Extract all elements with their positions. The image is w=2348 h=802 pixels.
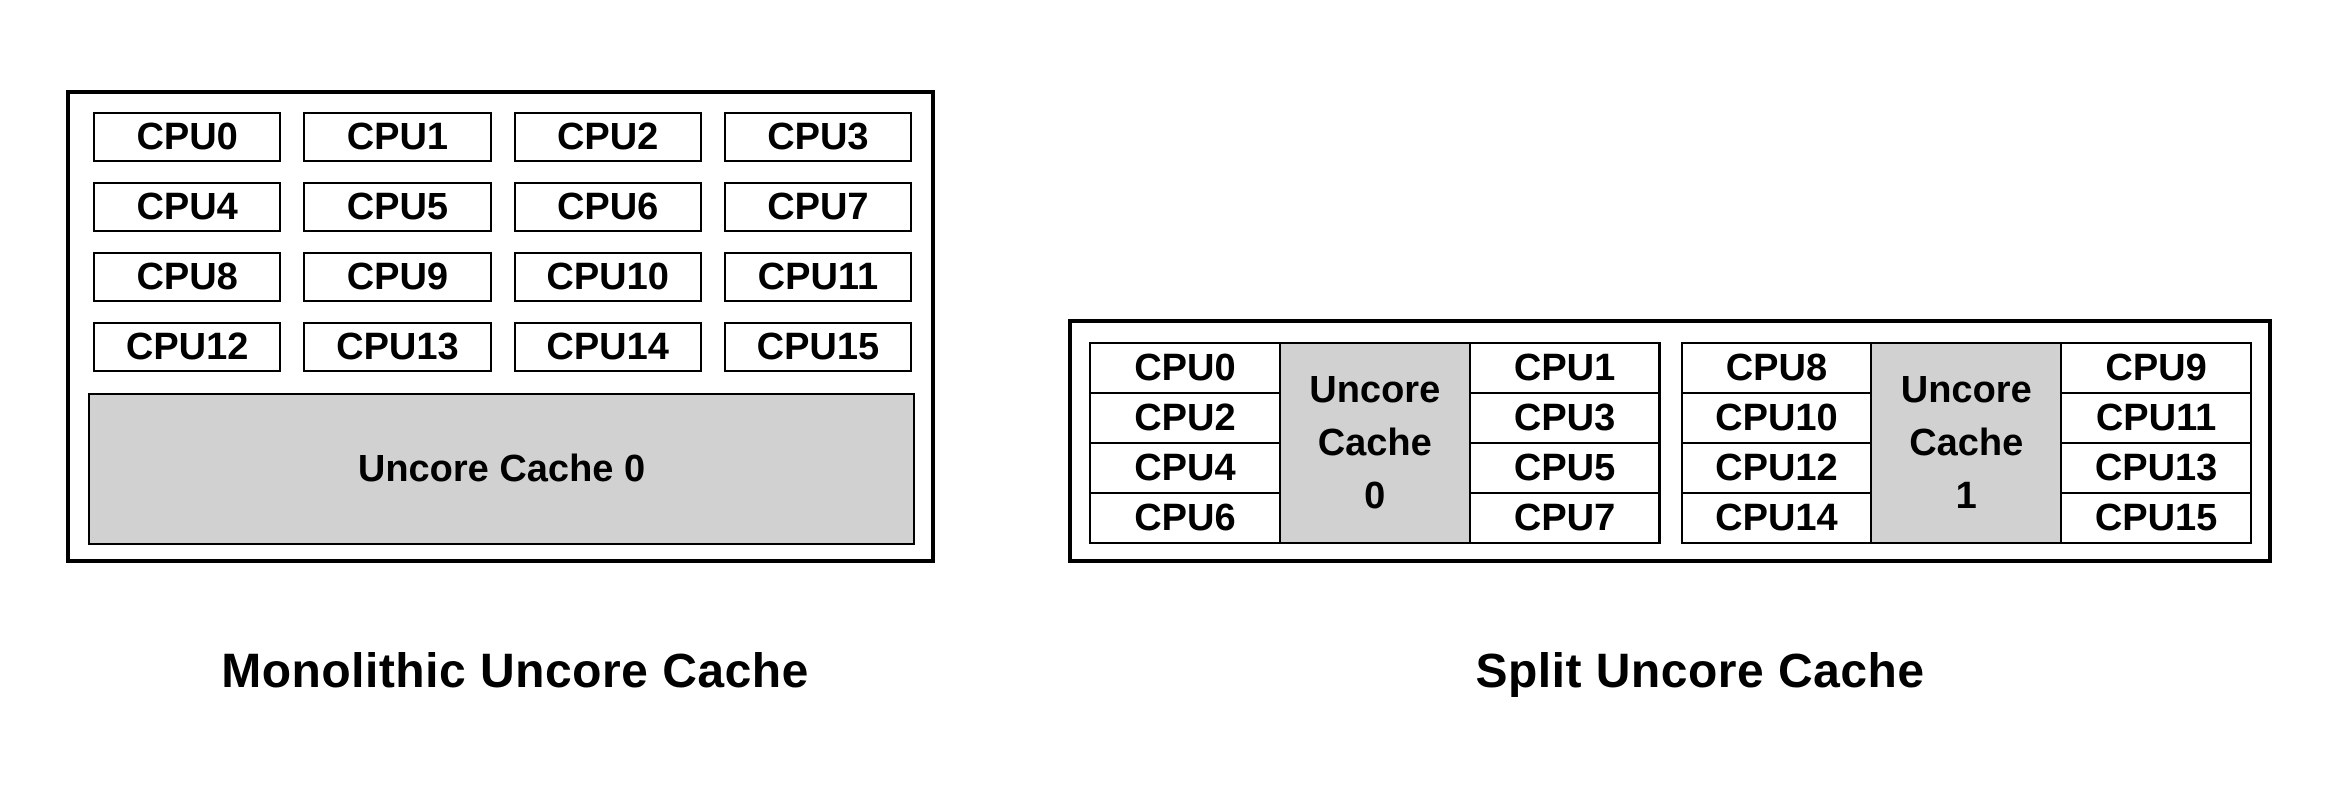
cpu-box: CPU14 bbox=[513, 322, 702, 372]
cpu-box: CPU13 bbox=[303, 322, 492, 372]
cpu-box: CPU12 bbox=[93, 322, 282, 372]
cache-line: 1 bbox=[1955, 474, 1977, 517]
cpu-box: CPU1 bbox=[303, 112, 492, 162]
cpu-cell: CPU9 bbox=[2062, 344, 2250, 392]
cpu-grid: CPU0 CPU1 CPU2 CPU3 CPU4 CPU5 CPU6 CPU7 … bbox=[93, 112, 912, 372]
split-clusters: CPU0 Uncore Cache 0 CPU1 CPU2 CPU3 CPU4 … bbox=[1072, 323, 2268, 559]
cpu-box: CPU9 bbox=[303, 252, 492, 302]
cpu-cell: CPU10 bbox=[1682, 394, 1871, 442]
cpu-box: CPU15 bbox=[723, 322, 912, 372]
cpu-cell: CPU12 bbox=[1682, 444, 1871, 492]
cpu-box: CPU11 bbox=[723, 252, 912, 302]
monolithic-uncore-diagram: CPU0 CPU1 CPU2 CPU3 CPU4 CPU5 CPU6 CPU7 … bbox=[66, 90, 935, 563]
uncore-cache-1-cell: Uncore Cache 1 bbox=[1872, 344, 2061, 542]
cpu-cell: CPU5 bbox=[1470, 444, 1659, 492]
cpu-cell: CPU2 bbox=[1091, 394, 1279, 442]
cpu-box: CPU2 bbox=[513, 112, 702, 162]
cpu-box: CPU5 bbox=[303, 182, 492, 232]
cpu-cell: CPU13 bbox=[2062, 444, 2250, 492]
cache-line: Cache bbox=[1909, 421, 2024, 464]
split-uncore-diagram: CPU0 Uncore Cache 0 CPU1 CPU2 CPU3 CPU4 … bbox=[1068, 319, 2272, 563]
cpu-cell: CPU1 bbox=[1470, 344, 1659, 392]
cpu-box: CPU4 bbox=[93, 182, 282, 232]
split-caption: Split Uncore Cache bbox=[1475, 645, 1925, 698]
cpu-box: CPU10 bbox=[513, 252, 702, 302]
cache-cluster-1: CPU8 Uncore Cache 1 CPU9 CPU10 CPU11 CPU… bbox=[1680, 342, 2252, 544]
cpu-box: CPU7 bbox=[723, 182, 912, 232]
cache-cluster-0: CPU0 Uncore Cache 0 CPU1 CPU2 CPU3 CPU4 … bbox=[1089, 342, 1661, 544]
cpu-cell: CPU4 bbox=[1091, 444, 1279, 492]
uncore-cache-0-box: Uncore Cache 0 bbox=[88, 393, 915, 545]
cache-line: 0 bbox=[1364, 474, 1386, 517]
cpu-cell: CPU3 bbox=[1470, 394, 1659, 442]
cpu-box: CPU3 bbox=[723, 112, 912, 162]
cpu-cell: CPU7 bbox=[1470, 494, 1659, 542]
cpu-box: CPU0 bbox=[93, 112, 282, 162]
cpu-cell: CPU14 bbox=[1682, 494, 1871, 542]
cpu-cell: CPU8 bbox=[1682, 344, 1871, 392]
cpu-box: CPU6 bbox=[513, 182, 702, 232]
cpu-cell: CPU6 bbox=[1091, 494, 1279, 542]
cache-line: Uncore bbox=[1309, 368, 1441, 411]
cpu-cell: CPU0 bbox=[1091, 344, 1279, 392]
cache-line: Cache bbox=[1317, 421, 1432, 464]
cache-line: Uncore bbox=[1900, 368, 2032, 411]
monolithic-caption: Monolithic Uncore Cache bbox=[221, 645, 809, 698]
cpu-cell: CPU11 bbox=[2062, 394, 2250, 442]
cpu-box: CPU8 bbox=[93, 252, 282, 302]
uncore-cache-0-cell: Uncore Cache 0 bbox=[1280, 344, 1469, 542]
cpu-cell: CPU15 bbox=[2062, 494, 2250, 542]
